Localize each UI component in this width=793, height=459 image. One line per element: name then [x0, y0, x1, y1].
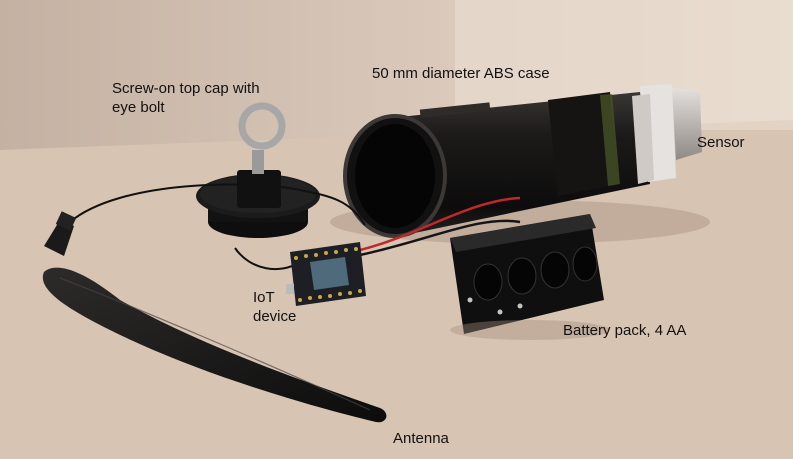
antenna-label: Antenna: [393, 430, 449, 447]
battery-pack-label: Battery pack, 4 AA: [563, 322, 687, 339]
antenna: [42, 211, 387, 423]
abs-case: [343, 92, 650, 238]
top-cap-label: Screw-on top cap with eye bolt: [112, 79, 260, 117]
tabletop: [0, 120, 793, 459]
iot-device-label-line1: IoT: [253, 289, 275, 306]
top-cap: [196, 102, 320, 238]
antenna-cable: [69, 183, 366, 226]
top-cap-label-line1: Screw-on top cap with: [112, 80, 260, 97]
top-cap-label-line2: eye bolt: [112, 99, 165, 116]
battery-pack: [450, 214, 610, 340]
red-wire: [359, 196, 521, 252]
case-label: 50 mm diameter ABS case: [372, 65, 550, 82]
iot-device-board: [286, 242, 366, 306]
iot-device-label: IoT device: [253, 288, 296, 326]
black-power-wire: [359, 219, 521, 257]
iot-device-label-line2: device: [253, 308, 297, 325]
sensor-label: Sensor: [697, 134, 745, 151]
sensor: [632, 84, 702, 184]
